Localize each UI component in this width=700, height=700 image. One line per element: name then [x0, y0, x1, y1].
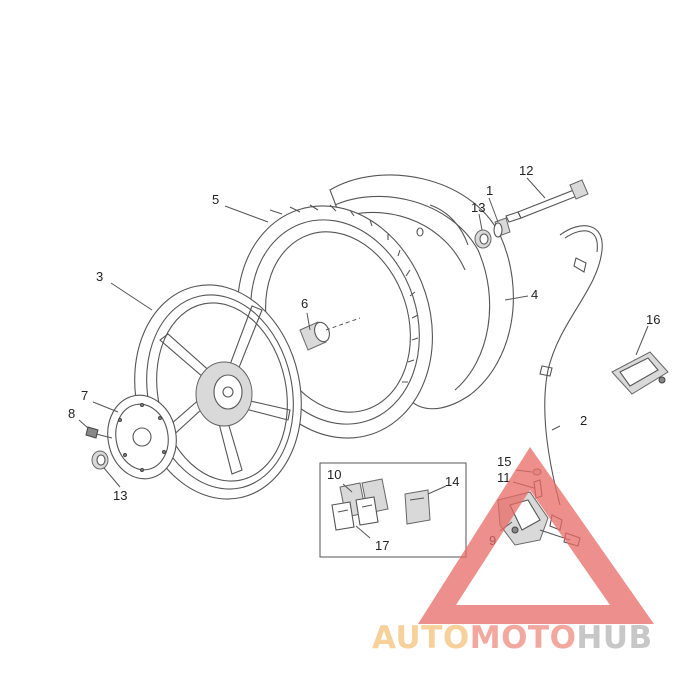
bearing-right: [474, 229, 492, 249]
hose-bracket: [611, 351, 669, 395]
watermark: AUTOMOTOHUB: [372, 447, 654, 656]
callout-1: 1: [486, 183, 493, 198]
brake-pads-box: [319, 462, 467, 558]
brake-disc: [107, 394, 177, 480]
wheel-spacer: [299, 317, 361, 351]
callout-14: 14: [445, 474, 459, 489]
callout-17: 17: [375, 538, 389, 553]
callout-10: 10: [327, 467, 341, 482]
axle-bushing: [493, 217, 511, 238]
callout-3: 3: [96, 269, 103, 284]
callout-16: 16: [646, 312, 660, 327]
watermark-triangle-icon: [418, 447, 654, 624]
callout-13a: 13: [471, 200, 485, 215]
callout-5: 5: [212, 192, 219, 207]
callout-11: 11: [497, 470, 511, 485]
watermark-auto: AUTO: [372, 620, 470, 656]
watermark-text: AUTOMOTOHUB: [372, 620, 653, 656]
watermark-hub: HUB: [576, 620, 652, 656]
callout-8: 8: [68, 406, 75, 421]
callout-15: 15: [497, 454, 511, 469]
disc-bolt: [85, 426, 113, 439]
wheel-axle: [505, 179, 589, 223]
callout-labels: 1 2 3 4 5 6 7 8 9 10 11 12 13 13 14 15 1…: [68, 163, 660, 553]
callout-6: 6: [301, 296, 308, 311]
callout-2: 2: [580, 413, 587, 428]
watermark-moto: MOTO: [470, 620, 577, 656]
callout-12: 12: [519, 163, 533, 178]
callout-13b: 13: [113, 488, 127, 503]
bearing-left: [91, 450, 109, 470]
callout-7: 7: [81, 388, 88, 403]
callout-4: 4: [531, 287, 538, 302]
